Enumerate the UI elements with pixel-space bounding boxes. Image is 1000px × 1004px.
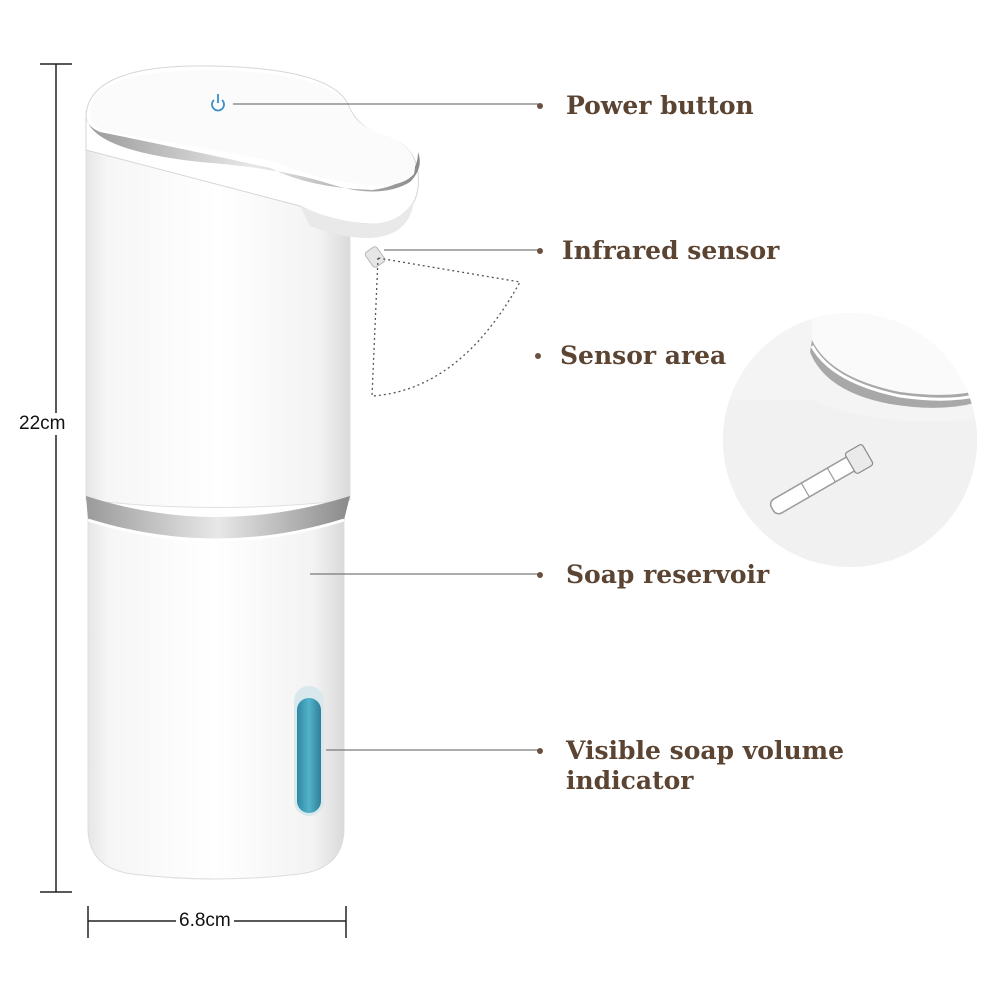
dispenser-product: [85, 65, 420, 880]
leader-lines: [233, 103, 538, 751]
volume-indicator-label-line2: indicator: [566, 766, 694, 795]
sensor-area-label: Sensor area: [560, 341, 727, 370]
volume-indicator-label-line1: Visible soap volume: [566, 736, 844, 765]
infrared-sensor-label: Infrared sensor: [562, 236, 780, 265]
height-dimension-label: 22cm: [16, 413, 69, 435]
height-dimension: [40, 63, 72, 893]
soap-reservoir-label: Soap reservoir: [566, 560, 770, 589]
soap-level: [297, 698, 321, 813]
power-icon: [211, 94, 225, 112]
power-button-label: Power button: [566, 91, 754, 120]
infrared-sensor: [364, 246, 386, 268]
width-dimension-label: 6.8cm: [176, 910, 234, 932]
reservoir-body: [87, 519, 345, 880]
sensor-zoom-inset: [723, 313, 977, 567]
cap-rim: [86, 116, 420, 192]
seam-ring: [86, 496, 350, 541]
sensor-area-outline: [371, 257, 522, 397]
cap-top: [89, 70, 415, 186]
leader-dots: [535, 103, 543, 754]
